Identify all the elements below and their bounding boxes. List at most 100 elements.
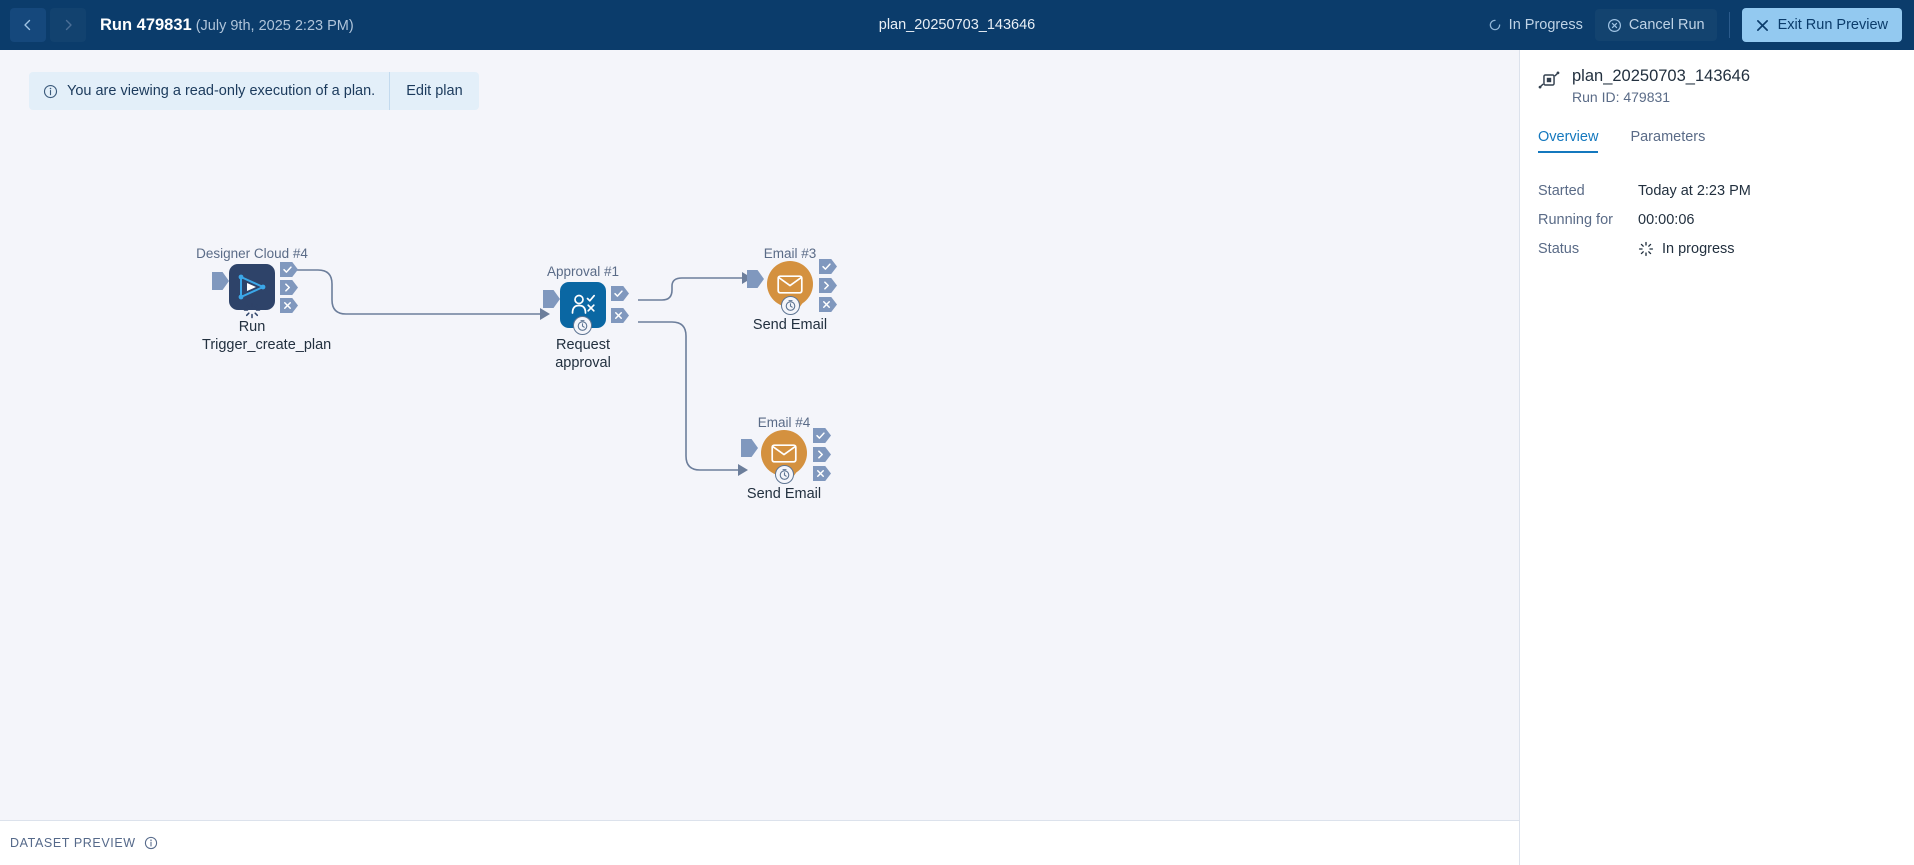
node-output-port-success[interactable] — [280, 262, 298, 277]
edit-plan-button[interactable]: Edit plan — [406, 83, 463, 99]
exit-run-preview-label: Exit Run Preview — [1777, 17, 1888, 33]
run-details-panel: plan_20250703_143646 Run ID: 479831 Over… — [1519, 50, 1914, 865]
node-caption: Send Email — [752, 317, 828, 333]
cancel-circle-icon — [1607, 18, 1621, 32]
panel-header: plan_20250703_143646 Run ID: 479831 — [1520, 50, 1914, 105]
node-status-waiting-badge — [775, 465, 794, 484]
banner-separator — [389, 72, 391, 110]
detail-label: Status — [1538, 240, 1580, 257]
forward-button[interactable] — [50, 8, 86, 42]
designer-cloud-play-icon — [238, 274, 266, 300]
check-icon — [614, 290, 623, 297]
readonly-banner-message: You are viewing a read-only execution of… — [67, 83, 376, 99]
node-tag-label: Approval #1 — [546, 264, 620, 279]
spinner-icon — [1638, 241, 1654, 256]
workflow-canvas[interactable]: You are viewing a read-only execution of… — [0, 50, 1519, 820]
node-output-port-next[interactable] — [813, 447, 831, 462]
nav-arrow-group — [10, 8, 86, 42]
node-tag-label: Email #3 — [763, 246, 817, 261]
header-actions: In Progress Cancel Run Exit Run Preview — [1476, 0, 1902, 50]
close-x-icon — [284, 302, 291, 309]
top-header-bar: Run 479831(July 9th, 2025 2:23 PM) plan_… — [0, 0, 1914, 50]
detail-row-status: Status In progress — [1538, 234, 1914, 263]
wire-approval-to-email3 — [638, 277, 742, 301]
node-tag-label: Designer Cloud #4 — [196, 246, 308, 261]
exit-run-preview-button[interactable]: Exit Run Preview — [1741, 8, 1902, 42]
status-value-text: In progress — [1662, 240, 1735, 257]
detail-value-group: In progress — [1638, 241, 1735, 257]
run-status-label: In Progress — [1508, 17, 1583, 33]
close-x-icon — [817, 470, 824, 477]
node-output-port-success[interactable] — [819, 259, 837, 274]
flow-graph: Designer Cloud #4 — [0, 50, 1519, 820]
run-date-text: (July 9th, 2025 2:23 PM) — [195, 17, 354, 34]
tab-parameters[interactable]: Parameters — [1630, 129, 1706, 145]
waiting-clock-badge — [577, 320, 588, 331]
dataset-preview-bar[interactable]: DATASET PREVIEW — [0, 820, 1519, 865]
chevron-right-icon — [824, 281, 829, 290]
node-caption: Send Email — [746, 486, 822, 502]
node-output-port-next[interactable] — [819, 278, 837, 293]
dataset-preview-label: DATASET PREVIEW — [10, 836, 136, 850]
wire-designer-to-approval — [294, 269, 540, 315]
node-output-port-next[interactable] — [280, 280, 298, 295]
panel-tabs: Overview Parameters — [1520, 129, 1914, 154]
chevron-left-icon — [24, 19, 31, 31]
close-x-icon — [823, 301, 830, 308]
node-icon-box[interactable] — [229, 264, 275, 310]
spinner-icon — [1489, 19, 1500, 31]
chevron-right-icon — [65, 19, 72, 31]
panel-title: plan_20250703_143646 — [1572, 67, 1751, 85]
detail-label: Started — [1538, 182, 1585, 199]
node-status-running-badge — [242, 300, 262, 320]
node-tag-label: Email #4 — [757, 415, 811, 430]
chevron-right-icon — [818, 450, 823, 459]
node-input-port[interactable] — [212, 272, 229, 290]
node-output-port-error[interactable] — [819, 297, 837, 312]
info-circle-icon[interactable] — [144, 836, 158, 850]
node-output-port-error[interactable] — [813, 466, 831, 481]
check-icon — [822, 263, 831, 270]
detail-value: Today at 2:23 PM — [1638, 182, 1751, 199]
node-input-port[interactable] — [747, 270, 764, 288]
detail-row-running-for: Running for 00:00:06 — [1538, 205, 1914, 234]
detail-label: Running for — [1538, 211, 1613, 228]
wire-approval-to-email4 — [638, 321, 738, 471]
check-icon — [283, 266, 292, 273]
chevron-right-icon — [285, 283, 290, 292]
user-approval-icon — [571, 294, 596, 314]
check-icon — [816, 432, 825, 439]
run-title: Run 479831(July 9th, 2025 2:23 PM) — [100, 16, 354, 35]
run-status-indicator: In Progress — [1476, 17, 1595, 33]
panel-subtitle: Run ID: 479831 — [1572, 89, 1671, 105]
back-button[interactable] — [10, 8, 46, 42]
tab-overview[interactable]: Overview — [1538, 129, 1612, 153]
envelope-icon — [771, 443, 797, 463]
cancel-run-label: Cancel Run — [1628, 17, 1705, 33]
node-output-port-success[interactable] — [611, 286, 629, 301]
waiting-clock-badge — [785, 300, 796, 311]
node-caption: Run Trigger_create_plan — [202, 319, 332, 353]
wire-arrow-approval-in — [540, 308, 550, 320]
node-status-waiting-badge — [573, 316, 592, 335]
readonly-banner-message-group: You are viewing a read-only execution of… — [29, 72, 389, 110]
info-circle-icon — [43, 84, 58, 98]
run-title-text: Run 479831 — [100, 15, 192, 34]
overview-details: Started Today at 2:23 PM Running for 00:… — [1520, 154, 1914, 263]
close-x-icon — [1756, 19, 1768, 31]
cancel-run-button[interactable]: Cancel Run — [1594, 9, 1717, 41]
node-input-port[interactable] — [543, 290, 560, 308]
node-output-port-success[interactable] — [813, 428, 831, 443]
node-output-port-error[interactable] — [611, 308, 629, 323]
header-divider — [1728, 12, 1730, 38]
panel-header-text: plan_20250703_143646 Run ID: 479831 — [1572, 66, 1750, 105]
close-x-icon — [615, 312, 622, 319]
detail-row-started: Started Today at 2:23 PM — [1538, 176, 1914, 205]
node-input-port[interactable] — [741, 439, 758, 457]
running-spinner-badge — [243, 301, 261, 319]
node-output-port-error[interactable] — [280, 298, 298, 313]
plan-node-icon — [1538, 71, 1560, 89]
node-caption: Request approval — [555, 337, 611, 371]
waiting-clock-badge — [779, 469, 790, 480]
envelope-icon — [777, 274, 803, 294]
